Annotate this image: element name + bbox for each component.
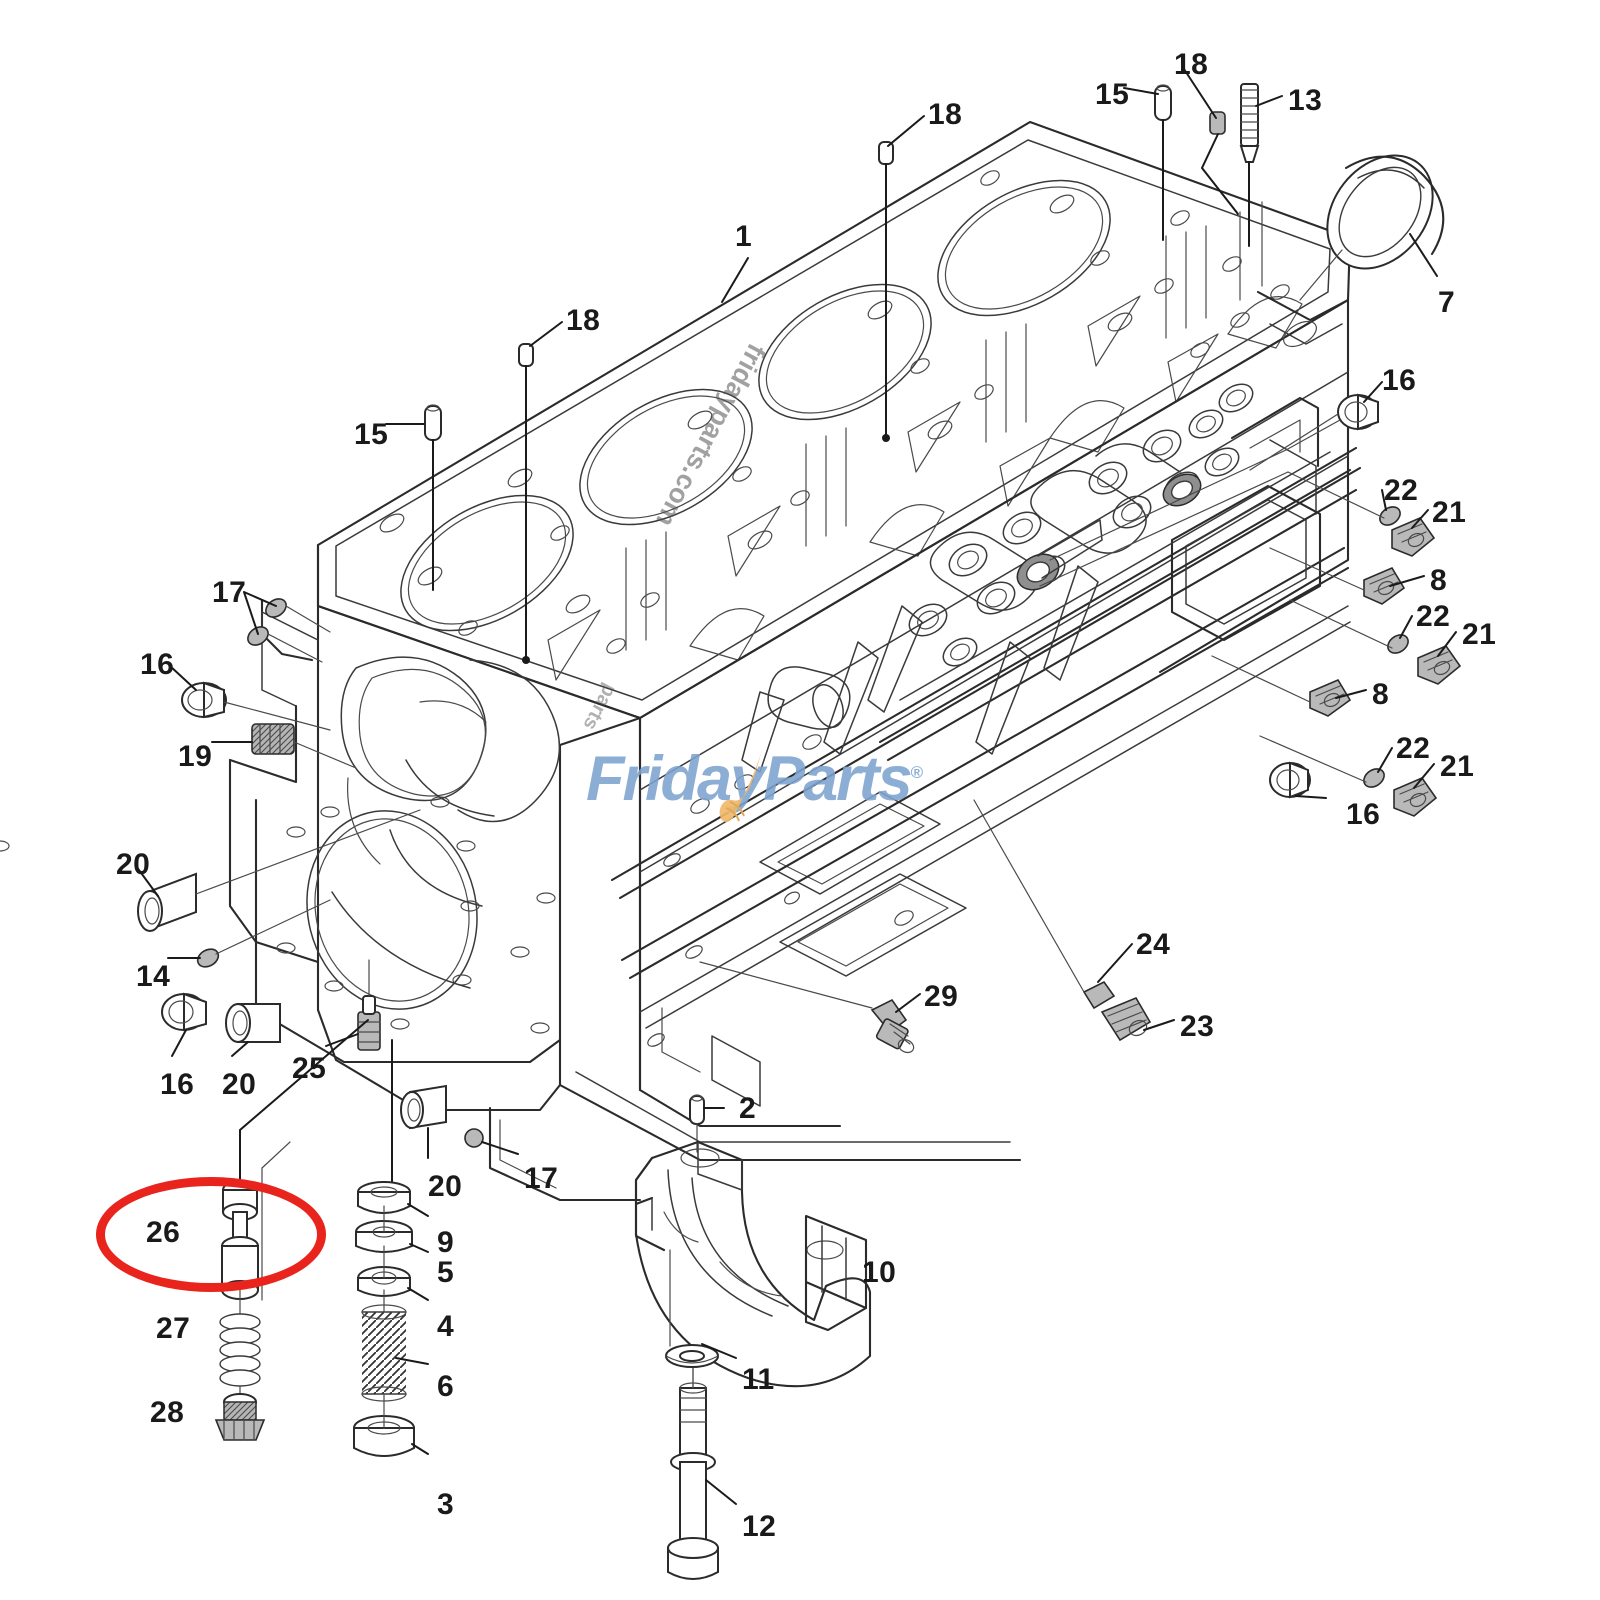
part-16-core-plug-upper-right bbox=[1285, 381, 1383, 451]
highlight-ellipse-callout-26[interactable] bbox=[96, 1177, 326, 1292]
fastener-group-a bbox=[1287, 471, 1436, 557]
callout-4[interactable]: 4 bbox=[437, 1310, 455, 1343]
callout-22-b[interactable]: 22 bbox=[1416, 600, 1451, 633]
callout-28[interactable]: 28 bbox=[150, 1396, 185, 1429]
part-20-bushing-center-bottom bbox=[400, 1084, 447, 1159]
callout-8-a[interactable]: 8 bbox=[1430, 564, 1448, 597]
callout-20-b[interactable]: 20 bbox=[222, 1068, 257, 1101]
callout-14[interactable]: 14 bbox=[136, 960, 171, 993]
part-16-core-plug-lower-right bbox=[1269, 761, 1327, 799]
part-28-hex-plug bbox=[214, 1393, 266, 1441]
front-face-contours bbox=[331, 656, 561, 989]
callout-11[interactable]: 11 bbox=[742, 1363, 775, 1396]
side-face-bosses bbox=[661, 791, 967, 1107]
callout-15-b[interactable]: 15 bbox=[354, 418, 389, 451]
callout-21-a[interactable]: 21 bbox=[1432, 496, 1467, 529]
part-3-cap bbox=[353, 1415, 429, 1457]
part-20-bushing-lower-left bbox=[225, 1003, 281, 1057]
cylinder-block-body bbox=[0, 120, 1362, 1202]
callout-9[interactable]: 9 bbox=[437, 1226, 455, 1259]
part-29-sensor bbox=[699, 961, 921, 1054]
callout-18-a[interactable]: 18 bbox=[1174, 48, 1209, 81]
part-25-nozzle bbox=[325, 959, 381, 1051]
callout-22-a[interactable]: 22 bbox=[1384, 474, 1419, 507]
part-27-spring bbox=[219, 1313, 261, 1401]
part-7-liner-ring bbox=[1326, 154, 1445, 270]
callout-8-b[interactable]: 8 bbox=[1372, 678, 1390, 711]
callout-25[interactable]: 25 bbox=[292, 1052, 327, 1085]
callout-3[interactable]: 3 bbox=[437, 1488, 455, 1521]
part-19-knurled-plug bbox=[211, 723, 357, 769]
callout-16-d[interactable]: 16 bbox=[1346, 798, 1381, 831]
callout-10[interactable]: 10 bbox=[862, 1256, 897, 1289]
water-jacket-slots bbox=[625, 201, 1263, 651]
callout-24[interactable]: 24 bbox=[1136, 928, 1171, 961]
part-13-stud bbox=[1239, 83, 1260, 247]
part-14-plug bbox=[167, 899, 331, 968]
part-20-bushing-upper-left bbox=[135, 809, 421, 932]
part-17-dowel-bottom bbox=[464, 1128, 519, 1155]
callout-20-c[interactable]: 20 bbox=[428, 1170, 463, 1203]
callout-17-b[interactable]: 17 bbox=[524, 1162, 559, 1195]
callout-18-b[interactable]: 18 bbox=[928, 98, 963, 131]
part-10-bearing-cap bbox=[634, 1140, 872, 1388]
part-16-core-plug-left bbox=[169, 665, 331, 731]
callout-7[interactable]: 7 bbox=[1438, 286, 1456, 319]
cam-follower-roller bbox=[767, 666, 851, 730]
callout-16-b[interactable]: 16 bbox=[140, 648, 175, 681]
fastener-group-b bbox=[1289, 599, 1462, 685]
fastener-group-c bbox=[1259, 735, 1438, 817]
part-12-main-bolt bbox=[667, 1367, 737, 1580]
callout-20-a[interactable]: 20 bbox=[116, 848, 151, 881]
callout-26[interactable]: 26 bbox=[146, 1216, 181, 1249]
valve-spring-stack bbox=[353, 1039, 429, 1457]
callout-22-c[interactable]: 22 bbox=[1396, 732, 1431, 765]
callout-17-a[interactable]: 17 bbox=[212, 576, 247, 609]
part-6-spring bbox=[361, 1304, 429, 1402]
lifter-bores bbox=[0, 734, 822, 1047]
callout-16-c[interactable]: 16 bbox=[160, 1068, 195, 1101]
callout-6[interactable]: 6 bbox=[437, 1370, 455, 1403]
part-16-core-plug-lower-left bbox=[161, 992, 207, 1057]
cylinder-bores bbox=[400, 179, 1111, 632]
rear-bracket bbox=[1170, 396, 1322, 642]
part-9-retainer bbox=[357, 1181, 429, 1217]
part-2-dowel bbox=[689, 1094, 725, 1153]
part-4-seat bbox=[357, 1266, 429, 1301]
part-15-dowel-top bbox=[1154, 84, 1172, 241]
part-18-plug-top-right bbox=[1200, 111, 1239, 215]
deck-ribs bbox=[547, 295, 1219, 681]
deck-holes bbox=[379, 170, 1290, 654]
callout-18-c[interactable]: 18 bbox=[566, 304, 601, 337]
part-24-23-fitting bbox=[973, 799, 1175, 1042]
part-5-washer bbox=[355, 1220, 429, 1253]
callout-12[interactable]: 12 bbox=[742, 1510, 777, 1543]
part-17-dowels-left bbox=[243, 591, 331, 663]
callout-27[interactable]: 27 bbox=[156, 1312, 191, 1345]
part-15-dowel-left bbox=[424, 404, 442, 591]
callout-21-c[interactable]: 21 bbox=[1440, 750, 1475, 783]
rocker-arm-assembly bbox=[741, 383, 1358, 773]
callout-5[interactable]: 5 bbox=[437, 1256, 455, 1289]
callout-21-b[interactable]: 21 bbox=[1462, 618, 1497, 651]
callout-16-a[interactable]: 16 bbox=[1382, 364, 1417, 397]
callout-2[interactable]: 2 bbox=[739, 1092, 757, 1125]
main-bearing-cap-assembly bbox=[634, 1094, 872, 1580]
callout-1[interactable]: 1 bbox=[735, 220, 753, 253]
part-18-dowel-left bbox=[518, 343, 534, 664]
callout-15-a[interactable]: 15 bbox=[1095, 78, 1130, 111]
deck-arched-chambers bbox=[689, 296, 1303, 661]
part-23-plug bbox=[1100, 996, 1175, 1042]
part-11-washer bbox=[665, 1343, 737, 1368]
callout-23[interactable]: 23 bbox=[1180, 1010, 1215, 1043]
part-8-bolt-upper bbox=[1269, 547, 1425, 605]
callout-13[interactable]: 13 bbox=[1288, 84, 1323, 117]
callout-29[interactable]: 29 bbox=[924, 980, 959, 1013]
part-18-dowel-top-center bbox=[878, 141, 894, 442]
part-8-bolt-lower bbox=[1211, 655, 1367, 717]
callout-19[interactable]: 19 bbox=[178, 740, 213, 773]
rear-housing-flange bbox=[254, 796, 562, 1064]
